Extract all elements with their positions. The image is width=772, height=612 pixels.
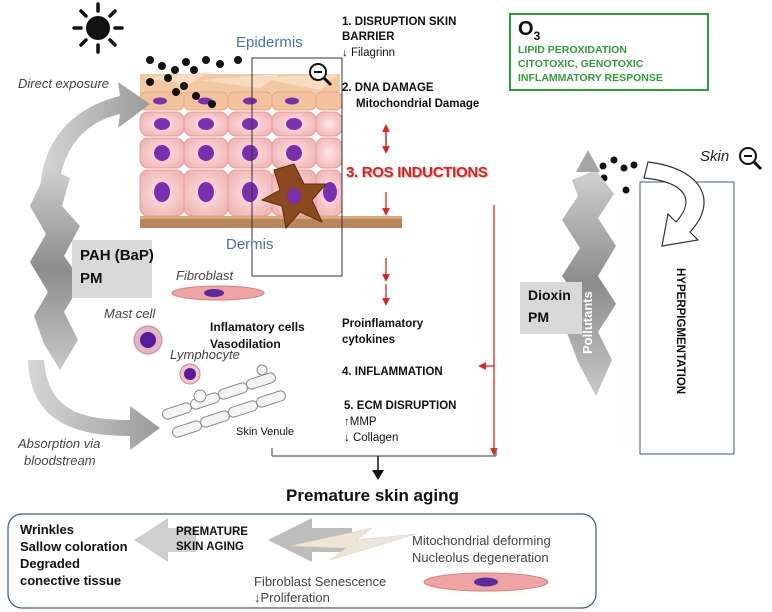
convergence-bracket — [271, 448, 497, 480]
premature-aging-title: Premature skin aging — [286, 486, 459, 505]
pm-label-left: PM — [80, 270, 103, 287]
skin-venule-label: Skin Venule — [236, 426, 295, 438]
skin-label-right: Skin — [700, 148, 730, 165]
magnifier-icon-right — [739, 147, 763, 171]
absorption-arrow — [28, 360, 160, 450]
pah-label: PAH (BaP) — [80, 247, 154, 264]
hyperpigmentation-label: HYPERPIGMENTATION — [674, 268, 686, 395]
outcome-degraded: Degraded — [20, 556, 80, 571]
direct-exposure-label: Direct exposure — [18, 76, 110, 91]
step2-title: 2. DNA DAMAGE — [342, 82, 434, 94]
pollutants-bolt-left — [30, 168, 82, 370]
step1-title-line1: 1. DISRUPTION SKIN — [342, 16, 457, 28]
vasodilation-label: Vasodilation — [210, 337, 281, 351]
epidermis-label: Epidermis — [236, 34, 303, 51]
step1-sub: ↓ Filagrinn — [342, 47, 396, 59]
magnifier-icon — [309, 63, 333, 87]
skin-tissue-illustration — [139, 72, 402, 230]
pollutants-bolt-right — [562, 170, 616, 396]
outcome-sallow: Sallow coloration — [20, 539, 128, 554]
step4-title: 4. INFLAMMATION — [342, 366, 443, 378]
pollutants-label-left: Pollutants — [18, 209, 33, 272]
step5-title: 5. ECM DISRUPTION — [344, 400, 457, 412]
red-step-arrows — [382, 124, 498, 456]
arrow-to-psa — [268, 518, 352, 562]
absorption-label-2: bloodstream — [24, 453, 96, 468]
ozone-line1: LIPID PEROXIDATION — [518, 44, 627, 56]
absorption-label-1: Absorption via — [18, 436, 101, 451]
ozone-box — [509, 13, 709, 91]
psa-line2: SKIN AGING — [176, 541, 244, 553]
proinflammatory-line2: cytokines — [342, 334, 396, 346]
step5-sub1: ↑MMP — [344, 416, 377, 428]
dioxin-box — [520, 282, 582, 334]
pollutant-particles — [146, 56, 242, 108]
mito-line2: Nucleolus degeneration — [412, 550, 549, 565]
lymphocyte-cell — [179, 363, 201, 385]
pollutant-particles-right — [599, 156, 638, 194]
direct-exposure-arrow — [39, 82, 150, 210]
pah-box — [72, 240, 152, 298]
fibroblast-cell — [171, 285, 265, 301]
outcome-connective: conective tissue — [20, 573, 122, 588]
step1-title-line2: BARRIER — [342, 31, 395, 43]
dermis-label: Dermis — [226, 236, 274, 253]
skin-venule-illustration — [161, 364, 287, 438]
step2-sub: Mitochondrial Damage — [356, 98, 480, 110]
sun-icon — [72, 2, 124, 54]
ozone-line2: CITOTOXIC, GENOTOXIC — [518, 58, 644, 70]
bottom-fibroblast-cell — [423, 572, 549, 592]
psa-line1: PREMATURE — [176, 526, 248, 538]
ozone-formula: O3 — [518, 18, 541, 43]
zoom-frame-skin — [251, 57, 343, 277]
pollutants-arrowhead-right — [576, 150, 600, 172]
curved-arrow-right — [643, 161, 705, 247]
outcome-wrinkles: Wrinkles — [20, 522, 74, 537]
mito-line1: Mitochondrial deforming — [412, 533, 551, 548]
lightning-bolt — [289, 527, 417, 561]
inflammatory-cells-label: Inflamatory cells — [210, 320, 305, 334]
pollutants-label-right: Pollutants — [580, 291, 595, 354]
ozone-line3: INFLAMMATORY RESPONSE — [518, 72, 663, 84]
step5-sub2: ↓ Collagen — [344, 432, 399, 444]
dioxin-label: Dioxin — [528, 287, 571, 303]
step3-title: 3. ROS INDUCTIONS — [346, 164, 488, 181]
fibroblast-senescence: Fibroblast Senescence — [254, 574, 387, 589]
pm-label-right: PM — [528, 309, 549, 325]
fibroblast-label: Fibroblast — [176, 268, 234, 283]
proinflammatory-line1: Proinflamatory — [342, 318, 424, 330]
mast-cell-label: Mast cell — [104, 306, 156, 321]
proliferation-label: ↓Proliferation — [254, 590, 330, 605]
mast-cell — [133, 325, 163, 355]
lymphocyte-label: Lymphocyte — [170, 347, 240, 362]
arrow-to-outcomes — [134, 518, 196, 562]
